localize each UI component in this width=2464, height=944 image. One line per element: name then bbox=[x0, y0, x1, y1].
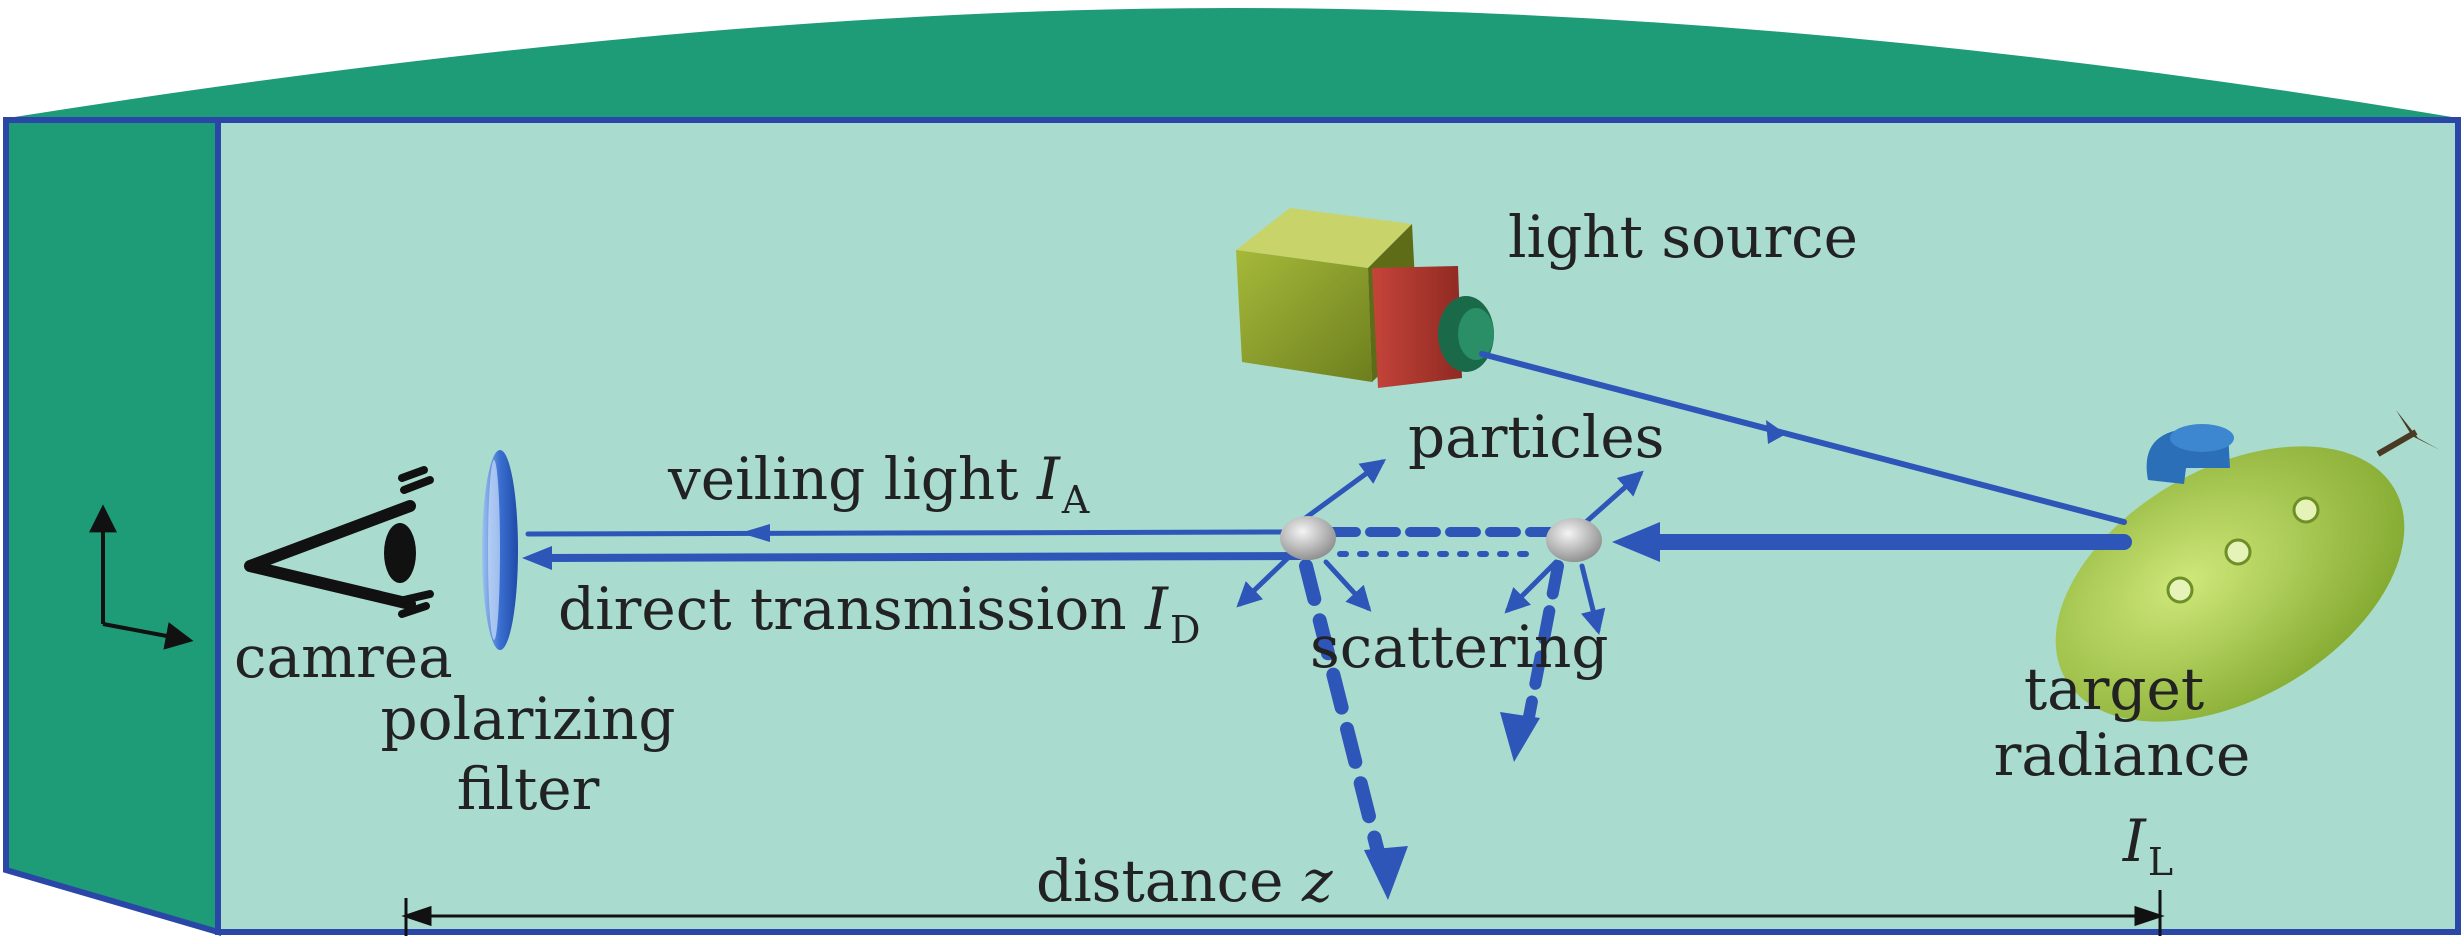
direct-transmission-text: direct transmission bbox=[558, 575, 1127, 643]
direct-transmission-subscript: D bbox=[1169, 608, 1201, 652]
axis-indicator bbox=[89, 504, 194, 650]
target-label-symbol: IL bbox=[2123, 812, 2173, 881]
light-source-label: light source bbox=[1508, 203, 1858, 271]
light-rays bbox=[522, 351, 2132, 900]
target-radiance-subscript: L bbox=[2147, 840, 2174, 884]
veiling-light-symbol: I bbox=[1037, 445, 1060, 513]
veiling-light-label: veiling light IA bbox=[668, 450, 1089, 519]
scattering-label: scattering bbox=[1310, 613, 1609, 681]
polarizing-filter-label-line1: polarizing bbox=[380, 685, 676, 753]
tank-left-wall bbox=[3, 117, 221, 937]
distance-indicator bbox=[401, 890, 2165, 936]
veiling-light-text: veiling light bbox=[668, 445, 1019, 513]
veiling-arrowhead bbox=[740, 524, 770, 542]
polarizing-filter-label-line2: filter bbox=[456, 755, 600, 823]
submarine-target-icon bbox=[2055, 410, 2440, 722]
tank-top-surface bbox=[8, 8, 2458, 118]
ray-source-to-target bbox=[1479, 351, 2127, 525]
direct-transmission-label: direct transmission ID bbox=[558, 580, 1200, 649]
camera-eye-icon bbox=[244, 466, 434, 618]
light-source-icon bbox=[1236, 208, 1494, 388]
distance-text: distance bbox=[1036, 847, 1284, 915]
distance-symbol: z bbox=[1301, 847, 1333, 915]
direct-arrowhead bbox=[522, 546, 552, 570]
direct-transmission-symbol: I bbox=[1145, 575, 1168, 643]
veiling-light-subscript: A bbox=[1061, 478, 1090, 522]
veiling-light-ray bbox=[525, 529, 1295, 537]
particles-label: particles bbox=[1408, 403, 1665, 471]
polarizing-filter-icon bbox=[482, 450, 518, 650]
target-arrowhead bbox=[1612, 522, 1660, 562]
direct-transmission-ray bbox=[536, 552, 1304, 562]
camera-label: camrea bbox=[234, 623, 453, 691]
particle-2 bbox=[1546, 518, 1602, 562]
particle-1 bbox=[1280, 516, 1336, 560]
water-tank bbox=[3, 8, 2461, 937]
distance-label: distance z bbox=[1036, 852, 1333, 910]
ray-source-arrowhead bbox=[1766, 420, 1786, 444]
target-radiance-symbol: I bbox=[2122, 807, 2146, 875]
target-label-line2: radiance bbox=[1993, 721, 2251, 789]
target-label-line1: target bbox=[2023, 655, 2205, 723]
